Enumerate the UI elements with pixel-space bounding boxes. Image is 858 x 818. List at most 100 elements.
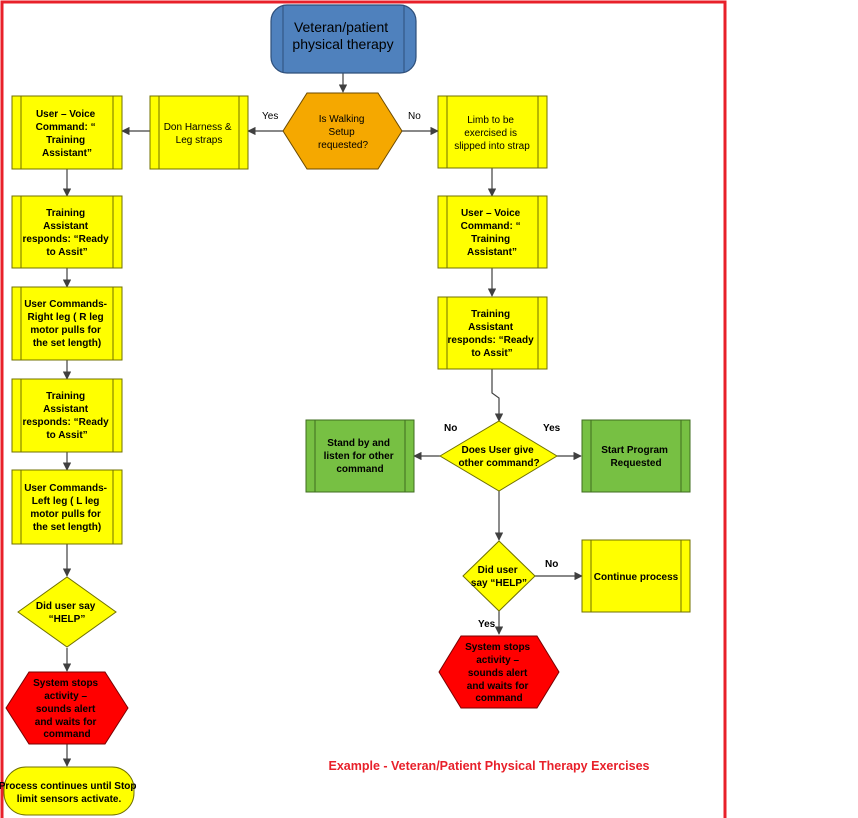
r-voice-line-1: User – Voice <box>461 208 521 219</box>
svg-text:Process continues until Stop: Process continues until Stop limit senso… <box>0 781 139 805</box>
l-ready2-line-3: responds: “Ready <box>23 417 110 428</box>
label-no-othercmd: No <box>444 423 457 434</box>
r-stop-line-5: command <box>475 693 522 704</box>
label-no-walking: No <box>408 111 421 122</box>
arrow-ready-to-othercmd <box>491 369 504 422</box>
l-ready2-line-4: to Assit” <box>46 430 87 441</box>
r-stop-line-3: sounds alert <box>468 668 528 679</box>
svg-text:Don Harness & Leg straps: Don Harness & Leg straps <box>164 122 235 146</box>
walking-line-2: Setup <box>329 127 356 138</box>
l-help-line-1: Did user say <box>36 601 96 612</box>
process-left-leg: User Commands- Left leg ( L leg motor pu… <box>11 469 123 545</box>
l-stop-line-2: activity – <box>44 691 87 702</box>
diagram-caption: Example - Veteran/Patient Physical Thera… <box>329 759 650 773</box>
r-ready-line-3: responds: “Ready <box>448 335 535 346</box>
l-voice-line-2: Command: “ <box>36 122 96 133</box>
r-help-line-1: Did user <box>478 565 518 576</box>
continue-line-1: Continue process <box>594 572 679 583</box>
decision-left-help: Did user say “HELP” <box>17 576 117 648</box>
process-standby: Stand by and listen for other command <box>305 419 415 493</box>
svg-text:Did user say “HELP”: Did user say “HELP” <box>36 601 98 625</box>
svg-text:Is Walking Setup r: Is Walking Setup requested? <box>318 114 368 151</box>
continues-line-1: Process continues until Stop <box>0 781 137 792</box>
l-ready1-line-4: to Assit” <box>46 247 87 258</box>
svg-text:Continue process: Continue process <box>594 572 679 583</box>
svg-text:User – Voice Command: “: User – Voice Command: “ Training Assista… <box>461 208 524 258</box>
r-ready-line-4: to Assit” <box>471 348 512 359</box>
r-voice-line-3: Training <box>471 234 510 245</box>
svg-text:Start Program Requested: Start Program Requested <box>601 445 670 469</box>
terminator-process-continues: Process continues until Stop limit senso… <box>0 766 139 816</box>
right-leg-line-4: the set length) <box>33 338 101 349</box>
l-ready2-line-1: Training <box>46 391 85 402</box>
svg-text:Training Assistant: Training Assistant responds: “Ready to A… <box>23 208 112 258</box>
process-limb: Limb to be exercised is slipped into str… <box>437 95 548 169</box>
standby-line-1: Stand by and <box>327 438 390 449</box>
othercmd-line-1: Does User give <box>461 445 534 456</box>
svg-text:User Commands- Right leg: User Commands- Right leg ( R leg motor p… <box>24 299 110 349</box>
decision-right-help: Did user say “HELP” <box>462 540 536 612</box>
l-ready1-line-3: responds: “Ready <box>23 234 110 245</box>
limb-line-3: slipped into strap <box>454 141 530 152</box>
diagram-frame <box>0 0 727 818</box>
process-left-ready2: Training Assistant responds: “Ready to A… <box>11 378 123 453</box>
l-voice-line-1: User – Voice <box>36 109 96 120</box>
startprogram-line-2: Requested <box>610 458 661 469</box>
l-ready1-line-1: Training <box>46 208 85 219</box>
right-leg-line-2: Right leg ( R leg <box>28 312 104 323</box>
process-continue: Continue process <box>581 539 691 613</box>
svg-text:User Commands- Left leg: User Commands- Left leg ( L leg motor pu… <box>24 483 110 533</box>
right-leg-line-3: motor pulls for <box>30 325 101 336</box>
harness-line-1: Don Harness & <box>164 122 232 133</box>
svg-text:Does User give other com: Does User give other command? <box>458 445 539 469</box>
l-stop-line-5: command <box>43 729 90 740</box>
stop-left: System stops activity – sounds alert and… <box>5 671 129 745</box>
right-leg-line-1: User Commands- <box>24 299 107 310</box>
standby-line-2: listen for other <box>324 451 394 462</box>
process-right-voice: User – Voice Command: “ Training Assista… <box>437 195 548 269</box>
left-leg-line-3: motor pulls for <box>30 509 101 520</box>
process-harness: Don Harness & Leg straps <box>149 95 249 170</box>
l-voice-line-4: Assistant” <box>42 148 92 159</box>
left-leg-line-1: User Commands- <box>24 483 107 494</box>
r-voice-line-4: Assistant” <box>467 247 517 258</box>
process-start-program: Start Program Requested <box>581 419 691 493</box>
r-stop-line-1: System stops <box>465 642 530 653</box>
svg-text:Veteran/patient physical: Veteran/patient physical therapy <box>292 19 393 52</box>
l-stop-line-4: and waits for <box>35 717 97 728</box>
r-stop-line-2: activity – <box>476 655 519 666</box>
l-ready1-line-2: Assistant <box>43 221 89 232</box>
othercmd-line-2: other command? <box>458 458 539 469</box>
walking-line-1: Is Walking <box>319 114 365 125</box>
left-leg-line-4: the set length) <box>33 522 101 533</box>
r-help-line-2: say “HELP” <box>471 578 527 589</box>
harness-line-2: Leg straps <box>176 135 223 146</box>
limb-line-1: Limb to be <box>467 115 514 126</box>
svg-text:Limb to be exercised is: Limb to be exercised is slipped into str… <box>454 115 530 152</box>
svg-text:Training Assistant: Training Assistant responds: “Ready to A… <box>448 309 537 359</box>
standby-line-3: command <box>336 464 383 475</box>
process-left-voice: User – Voice Command: “ Training Assista… <box>11 95 123 170</box>
start-terminator: Veteran/patient physical therapy <box>270 4 417 74</box>
process-right-leg: User Commands- Right leg ( R leg motor p… <box>11 286 123 361</box>
decision-other-command: Does User give other command? <box>439 420 558 492</box>
startprogram-line-1: Start Program <box>601 445 668 456</box>
stop-right: System stops activity – sounds alert and… <box>438 635 560 709</box>
r-stop-line-4: and waits for <box>467 681 529 692</box>
process-left-ready1: Training Assistant responds: “Ready to A… <box>11 195 123 269</box>
svg-text:Stand by and listen for: Stand by and listen for other command <box>324 438 397 475</box>
connectors <box>62 73 583 767</box>
continues-line-2: limit sensors activate. <box>17 794 122 805</box>
svg-text:System stops activity –: System stops activity – sounds alert and… <box>33 678 101 740</box>
left-leg-line-2: Left leg ( L leg <box>32 496 100 507</box>
limb-line-2: exercised is <box>464 128 517 139</box>
label-yes-othercmd: Yes <box>543 423 561 434</box>
l-ready2-line-2: Assistant <box>43 404 89 415</box>
l-voice-line-3: Training <box>46 135 85 146</box>
label-yes-walking: Yes <box>262 111 278 122</box>
decision-walking: Is Walking Setup requested? <box>282 92 403 170</box>
svg-text:User – Voice Command: “: User – Voice Command: “ Training Assista… <box>36 109 99 159</box>
r-voice-line-2: Command: “ <box>461 221 521 232</box>
r-ready-line-1: Training <box>471 309 510 320</box>
